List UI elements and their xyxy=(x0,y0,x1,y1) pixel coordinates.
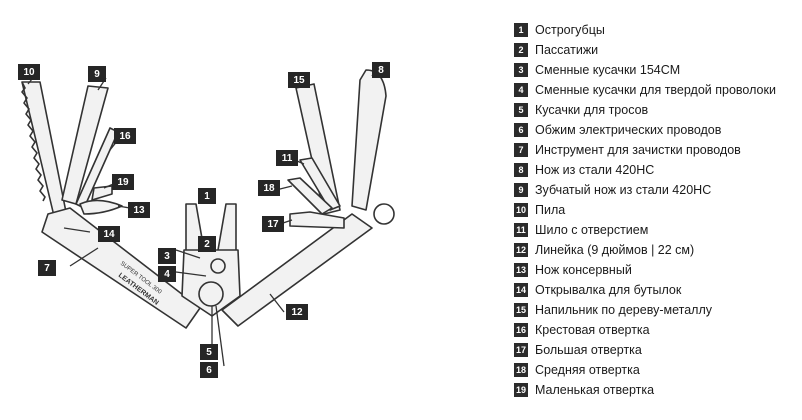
legend-label: Нож консервный xyxy=(535,263,632,277)
legend-label: Маленькая отвертка xyxy=(535,383,654,397)
legend-number: 13 xyxy=(514,263,528,277)
legend-item: 7 Инструмент для зачистки проводов xyxy=(514,140,776,160)
legend-number: 2 xyxy=(514,43,528,57)
callout-8: 8 xyxy=(372,62,390,78)
legend-number: 7 xyxy=(514,143,528,157)
legend-label: Кусачки для тросов xyxy=(535,103,648,117)
callout-9: 9 xyxy=(88,66,106,82)
lanyard-ring xyxy=(374,204,394,224)
legend-label: Линейка (9 дюймов | 22 см) xyxy=(535,243,694,257)
legend-item: 5 Кусачки для тросов xyxy=(514,100,776,120)
multitool-diagram: LEATHERMAN SUPER TOOL 300 xyxy=(0,0,510,420)
legend-label: Нож из стали 420HC xyxy=(535,163,654,177)
callout-4: 4 xyxy=(158,266,176,282)
legend-item: 8 Нож из стали 420HC xyxy=(514,160,776,180)
callout-17: 17 xyxy=(262,216,284,232)
callout-3: 3 xyxy=(158,248,176,264)
callout-18: 18 xyxy=(258,180,280,196)
legend-number: 18 xyxy=(514,363,528,377)
legend-item: 16 Крестовая отвертка xyxy=(514,320,776,340)
pliers-jaw-right xyxy=(218,204,236,256)
legend-number: 14 xyxy=(514,283,528,297)
legend-label: Инструмент для зачистки проводов xyxy=(535,143,741,157)
legend-item: 15 Напильник по дереву-металлу xyxy=(514,300,776,320)
legend-number: 9 xyxy=(514,183,528,197)
legend-label: Сменные кусачки для твердой проволоки xyxy=(535,83,776,97)
callout-19: 19 xyxy=(112,174,134,190)
legend-label: Открывалка для бутылок xyxy=(535,283,681,297)
legend-item: 2 Пассатижи xyxy=(514,40,776,60)
callout-16: 16 xyxy=(114,128,136,144)
legend-label: Пассатижи xyxy=(535,43,598,57)
legend-item: 10 Пила xyxy=(514,200,776,220)
legend-number: 11 xyxy=(514,223,528,237)
can-opener xyxy=(80,200,122,214)
legend-number: 8 xyxy=(514,163,528,177)
legend-item: 6 Обжим электрических проводов xyxy=(514,120,776,140)
legend-number: 6 xyxy=(514,123,528,137)
callout-10: 10 xyxy=(18,64,40,80)
legend-number: 1 xyxy=(514,23,528,37)
legend-item: 19 Маленькая отвертка xyxy=(514,380,776,400)
legend-label: Средняя отвертка xyxy=(535,363,640,377)
legend-item: 18 Средняя отвертка xyxy=(514,360,776,380)
legend-number: 17 xyxy=(514,343,528,357)
small-screwdriver xyxy=(92,186,112,200)
legend-label: Напильник по дереву-металлу xyxy=(535,303,712,317)
legend-label: Шило с отверстием xyxy=(535,223,648,237)
callout-11: 11 xyxy=(276,150,298,166)
legend-item: 17 Большая отвертка xyxy=(514,340,776,360)
legend-item: 1 Острогубцы xyxy=(514,20,776,40)
legend-label: Крестовая отвертка xyxy=(535,323,650,337)
legend-item: 12 Линейка (9 дюймов | 22 см) xyxy=(514,240,776,260)
callout-15: 15 xyxy=(288,72,310,88)
legend-number: 16 xyxy=(514,323,528,337)
left-handle xyxy=(42,208,200,328)
legend-label: Большая отвертка xyxy=(535,343,642,357)
callout-5: 5 xyxy=(200,344,218,360)
legend-label: Зубчатый нож из стали 420HC xyxy=(535,183,711,197)
callout-12: 12 xyxy=(286,304,308,320)
callout-13: 13 xyxy=(128,202,150,218)
legend-number: 5 xyxy=(514,103,528,117)
legend-item: 13 Нож консервный xyxy=(514,260,776,280)
legend-number: 4 xyxy=(514,83,528,97)
legend-item: 3 Сменные кусачки 154CM xyxy=(514,60,776,80)
callout-2: 2 xyxy=(198,236,216,252)
legend-number: 15 xyxy=(514,303,528,317)
legend-label: Сменные кусачки 154CM xyxy=(535,63,680,77)
callout-7: 7 xyxy=(38,260,56,276)
callout-1: 1 xyxy=(198,188,216,204)
legend-number: 3 xyxy=(514,63,528,77)
legend-label: Обжим электрических проводов xyxy=(535,123,721,137)
knife-blade xyxy=(352,70,386,210)
legend-item: 14 Открывалка для бутылок xyxy=(514,280,776,300)
legend-label: Пила xyxy=(535,203,565,217)
legend-number: 19 xyxy=(514,383,528,397)
legend-item: 11 Шило с отверстием xyxy=(514,220,776,240)
legend-item: 4 Сменные кусачки для твердой проволоки xyxy=(514,80,776,100)
legend-number: 12 xyxy=(514,243,528,257)
legend-label: Острогубцы xyxy=(535,23,605,37)
large-screwdriver xyxy=(290,212,344,228)
pivot-bolt xyxy=(199,282,223,306)
callout-14: 14 xyxy=(98,226,120,242)
legend-item: 9 Зубчатый нож из стали 420HC xyxy=(514,180,776,200)
callout-6: 6 xyxy=(200,362,218,378)
legend-number: 10 xyxy=(514,203,528,217)
cutter-insert xyxy=(211,259,225,273)
